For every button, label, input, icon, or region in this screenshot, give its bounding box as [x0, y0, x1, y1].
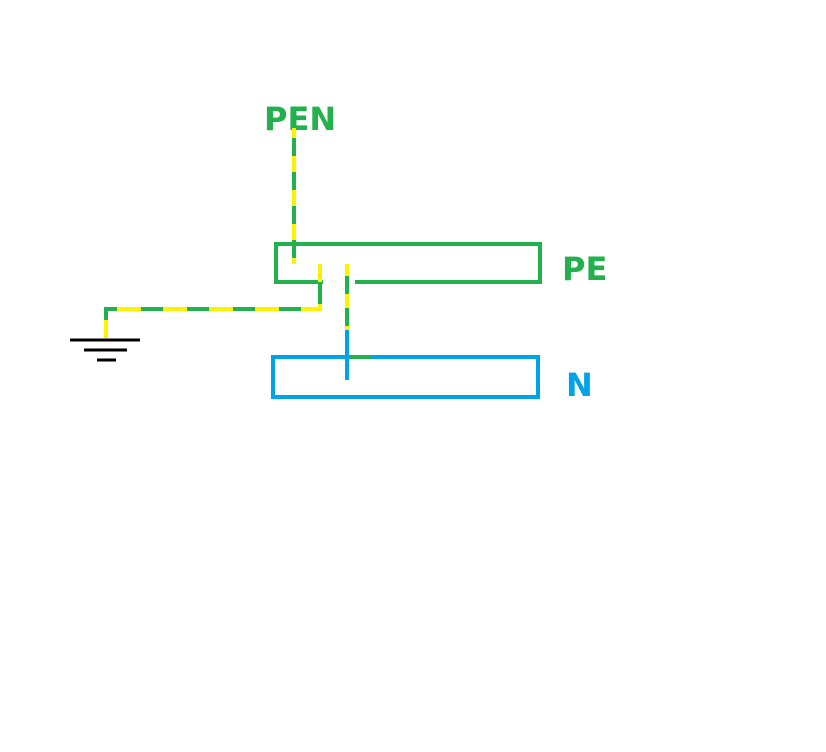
n-busbar — [271, 355, 540, 399]
n-label: N — [566, 366, 593, 404]
pe-busbar — [274, 242, 542, 284]
earth-conductor — [104, 264, 322, 338]
pe-busbar-gap — [323, 279, 355, 285]
ground-icon — [70, 338, 140, 362]
pen-label: PEN — [264, 100, 336, 138]
pe-label: PE — [562, 250, 607, 288]
